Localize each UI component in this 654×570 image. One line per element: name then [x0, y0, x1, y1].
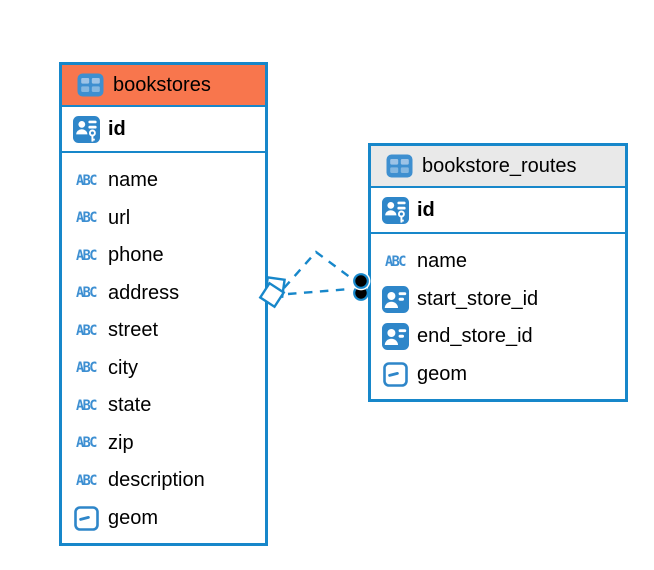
text-type-icon: ABC [76, 434, 97, 452]
column-row-description[interactable]: ABC description [72, 462, 265, 500]
pk-column-name: id [417, 198, 435, 221]
reference-type-icon [381, 323, 409, 351]
column-row-name[interactable]: ABC name [381, 243, 625, 281]
text-type-icon: ABC [76, 209, 97, 227]
column-list: ABC name ABC url ABC phone ABC address A… [62, 153, 265, 543]
column-row-end-store-id[interactable]: end_store_id [381, 318, 625, 356]
column-row-url[interactable]: ABC url [72, 200, 265, 238]
table-icon [76, 73, 104, 97]
table-icon [385, 154, 413, 178]
text-type-icon: ABC [76, 397, 97, 415]
table-bookstore-routes-header[interactable]: bookstore_routes [371, 146, 625, 188]
column-row-address[interactable]: ABC address [72, 275, 265, 313]
column-row-start-store-id[interactable]: start_store_id [381, 281, 625, 319]
table-bookstores[interactable]: bookstores id ABC name ABC [59, 62, 268, 546]
table-bookstores-header[interactable]: bookstores [62, 65, 265, 107]
reference-type-icon [381, 285, 409, 313]
text-type-icon: ABC [76, 284, 97, 302]
pk-row-id[interactable]: id [62, 107, 265, 153]
column-row-state[interactable]: ABC state [72, 387, 265, 425]
fk-line-upper[interactable] [283, 250, 352, 289]
table-title: bookstore_routes [422, 154, 577, 177]
column-row-phone[interactable]: ABC phone [72, 237, 265, 275]
column-row-street[interactable]: ABC street [72, 312, 265, 350]
fk-line-lower[interactable] [287, 287, 351, 296]
pk-row-id[interactable]: id [371, 188, 625, 234]
text-type-icon: ABC [76, 322, 97, 340]
pk-column-name: id [108, 117, 126, 140]
primary-key-icon [381, 196, 409, 224]
text-type-icon: ABC [76, 247, 97, 265]
table-title: bookstores [113, 73, 211, 96]
primary-key-icon [72, 115, 100, 143]
text-type-icon: ABC [76, 472, 97, 490]
column-row-name[interactable]: ABC name [72, 162, 265, 200]
column-row-geom[interactable]: geom [381, 356, 625, 394]
column-row-city[interactable]: ABC city [72, 350, 265, 388]
column-row-zip[interactable]: ABC zip [72, 425, 265, 463]
text-type-icon: ABC [76, 359, 97, 377]
table-bookstore-routes[interactable]: bookstore_routes id ABC name [368, 143, 628, 402]
geometry-type-icon [381, 361, 409, 387]
geometry-type-icon [72, 505, 100, 531]
column-row-geom[interactable]: geom [72, 500, 265, 538]
column-list: ABC name start_store_id [371, 234, 625, 399]
text-type-icon: ABC [76, 172, 97, 190]
text-type-icon: ABC [385, 253, 406, 271]
fk-relationship-lines[interactable] [283, 250, 352, 296]
